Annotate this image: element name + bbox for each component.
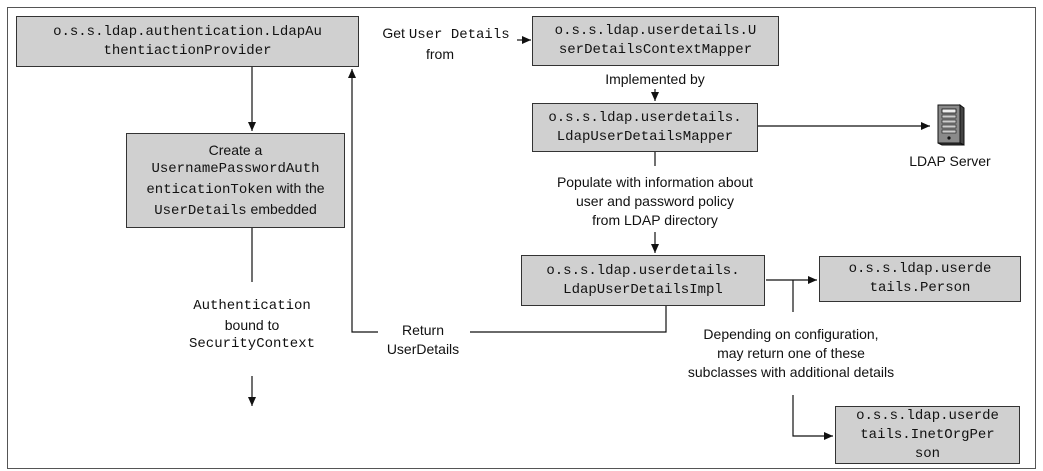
impl-line-2: LdapUserDetailsImpl — [563, 281, 723, 298]
token-line-4-text: embedded — [246, 200, 317, 217]
ldap-authentication-provider-box: o.s.s.ldap.authentication.LdapAu thentia… — [16, 16, 359, 67]
user-details-context-mapper-box: o.s.s.ldap.userdetails.U serDetailsConte… — [532, 16, 779, 66]
ldap-user-details-mapper-box: o.s.s.ldap.userdetails. LdapUserDetailsM… — [532, 103, 758, 152]
token-line-1: Create a — [208, 141, 263, 158]
inetorgperson-line-1: o.s.s.ldap.userde — [856, 407, 999, 424]
token-line-4: UserDetails embedded — [154, 200, 316, 221]
ldap-server-label: LDAP Server — [909, 153, 991, 169]
person-line-1: o.s.s.ldap.userde — [848, 261, 992, 277]
token-line-3-text: with the — [272, 179, 325, 196]
populate-line-2: user and password policy — [576, 193, 734, 209]
return-line-1: Return — [401, 322, 445, 338]
server-icon — [934, 103, 966, 147]
ldap-mapper-line-2: LdapUserDetailsMapper — [556, 128, 734, 145]
authentication-line-2: bound to — [224, 317, 280, 333]
populate-line-1: Populate with information about — [556, 174, 754, 190]
person-box: o.s.s.ldap.userde tails.Person — [819, 256, 1021, 302]
populate-label: Populate with information about user and… — [535, 173, 775, 230]
return-line-2: UserDetails — [386, 341, 460, 357]
token-line-3: enticationToken with the — [146, 179, 324, 200]
token-line-3-code: enticationToken — [146, 181, 273, 198]
person-line-2: tails.Person — [869, 280, 971, 296]
line-impl-return — [470, 306, 667, 333]
return-user-details-label: Return UserDetails — [373, 321, 473, 359]
inet-org-person-box: o.s.s.ldap.userde tails.InetOrgPer son — [835, 406, 1020, 464]
provider-line-2: thentiactionProvider — [103, 42, 272, 59]
impl-line-1: o.s.s.ldap.userdetails. — [546, 262, 740, 279]
get-user-details-code: User Details — [408, 27, 510, 43]
token-line-4-code: UserDetails — [154, 202, 247, 219]
ldap-mapper-line-1: o.s.s.ldap.userdetails. — [548, 109, 742, 126]
context-mapper-line-1: o.s.s.ldap.userdetails.U — [554, 23, 757, 39]
context-mapper-line-2: serDetailsContextMapper — [558, 42, 753, 58]
inetorgperson-line-3: son — [914, 445, 941, 462]
inetorgperson-line-2: tails.InetOrgPer — [860, 426, 995, 443]
diagram-frame — [7, 7, 1036, 469]
implemented-by-label: Implemented by — [605, 71, 705, 87]
provider-line-1: o.s.s.ldap.authentication.LdapAu — [53, 23, 322, 40]
get-user-details-line-2: from — [426, 46, 454, 62]
arrow-to-inetorgperson — [792, 395, 833, 440]
ldap-user-details-impl-box: o.s.s.ldap.userdetails. LdapUserDetailsI… — [521, 255, 765, 306]
authentication-line-1: Authentication — [193, 298, 311, 314]
depending-line-3: subclasses with additional details — [687, 364, 895, 380]
create-token-box: Create a UsernamePasswordAuth entication… — [126, 133, 345, 228]
arrow-return-to-provider — [348, 69, 378, 333]
get-user-details-label: Get User Details from — [371, 24, 521, 64]
authentication-label: Authentication bound to SecurityContext — [162, 297, 342, 354]
depending-line-1: Depending on configuration, — [703, 326, 879, 342]
populate-line-3: from LDAP directory — [592, 212, 718, 228]
get-user-details-line-1: Get User Details — [382, 24, 509, 45]
depending-label: Depending on configuration, may return o… — [681, 325, 901, 382]
get-user-details-pre: Get — [382, 25, 409, 41]
token-line-2: UsernamePasswordAuth — [151, 160, 320, 177]
authentication-line-3: SecurityContext — [188, 336, 316, 352]
depending-line-2: may return one of these — [717, 345, 865, 361]
